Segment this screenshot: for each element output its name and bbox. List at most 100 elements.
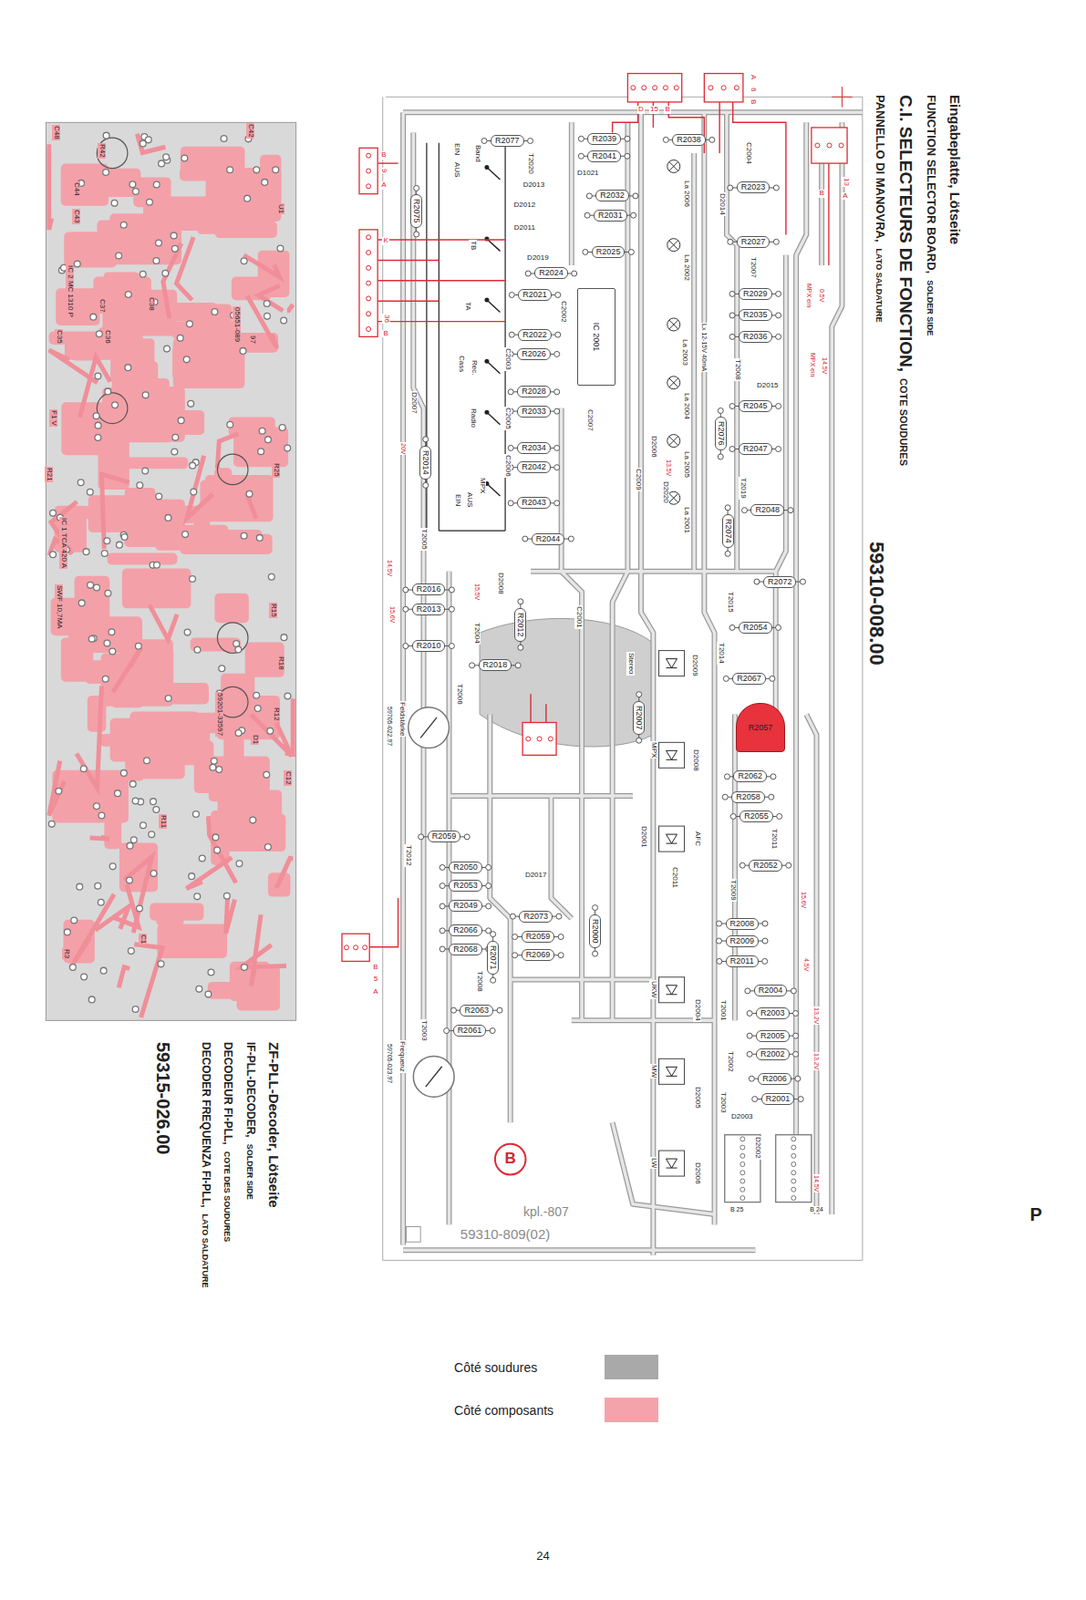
part-label: R2058 bbox=[735, 792, 761, 802]
legend-swatch bbox=[604, 1354, 659, 1380]
part-label: R2049 bbox=[453, 900, 478, 911]
label-row: T2002 bbox=[725, 1050, 735, 1074]
solder-pad bbox=[284, 444, 291, 452]
solder-pad bbox=[628, 248, 634, 255]
switch-pivot bbox=[484, 165, 489, 170]
label-row: La 2002 bbox=[682, 253, 691, 282]
label-row: D2012 bbox=[513, 201, 538, 210]
label-row: D1021 bbox=[576, 169, 600, 178]
part-label: R2025 bbox=[596, 247, 621, 257]
solder-pad bbox=[164, 345, 171, 352]
label-row: C1 bbox=[138, 933, 147, 945]
solder-pad bbox=[624, 153, 631, 159]
trace bbox=[612, 1122, 715, 1215]
part-label: C42 bbox=[246, 123, 255, 139]
solder-pad bbox=[90, 313, 97, 321]
label-row: T2003 bbox=[718, 1091, 727, 1115]
resistor-body: R2016 bbox=[412, 583, 446, 596]
signal-label: B bbox=[663, 105, 671, 114]
part-label: R2050 bbox=[453, 862, 478, 872]
copper-area bbox=[214, 529, 263, 544]
heading-text: DECODEUR FI-PLL, bbox=[221, 1041, 234, 1147]
trace-edge bbox=[732, 714, 738, 1022]
solder-pad bbox=[584, 212, 590, 218]
copper-area bbox=[214, 814, 286, 852]
solder-pad bbox=[177, 417, 185, 425]
part-label: R2018 bbox=[483, 660, 508, 670]
resistor-body: R2047 bbox=[738, 443, 773, 456]
label-row: D2004 bbox=[692, 998, 702, 1023]
part-label: C43 bbox=[72, 208, 82, 225]
solder-pad bbox=[183, 356, 190, 363]
solder-pad bbox=[746, 1011, 753, 1017]
label-row: TB bbox=[468, 239, 477, 251]
solder-pad bbox=[486, 864, 492, 870]
part-label: D2007 bbox=[409, 391, 418, 415]
part-label: R2068 bbox=[453, 944, 478, 954]
part-label: R2005 bbox=[760, 1031, 786, 1041]
part-label: R2010 bbox=[416, 641, 442, 651]
solder-pad bbox=[87, 581, 94, 589]
solder-pad bbox=[716, 920, 723, 927]
resistor-body: R2023 bbox=[736, 181, 771, 194]
solder-pad bbox=[108, 629, 115, 636]
label-row: C43 bbox=[72, 208, 82, 225]
solder-pad bbox=[775, 290, 782, 297]
label-row: IC 1 TCA 420 A bbox=[59, 517, 68, 569]
label-row: B bbox=[817, 189, 825, 198]
connector-pin bbox=[791, 1137, 797, 1142]
trace bbox=[186, 455, 214, 519]
connector-pin bbox=[791, 1145, 797, 1150]
trace-edge bbox=[831, 122, 842, 1215]
solder-pad bbox=[762, 958, 768, 964]
trace-edge bbox=[561, 408, 582, 1022]
connector-pin bbox=[366, 184, 372, 189]
solder-pad bbox=[103, 169, 110, 176]
label-row: D2006 bbox=[692, 1161, 702, 1186]
led-symbol bbox=[666, 1066, 678, 1076]
label-row: 20V bbox=[399, 442, 407, 456]
label-row: MPX bbox=[649, 741, 658, 759]
trace-edge bbox=[413, 133, 424, 1022]
heading-text: COTE DES SOUDURES bbox=[221, 1149, 231, 1243]
resistor-body: R2009 bbox=[725, 935, 760, 948]
copper-area bbox=[99, 734, 123, 747]
part-label: C2006 bbox=[503, 454, 512, 478]
part-label: TB bbox=[468, 239, 477, 251]
part-label: EIN bbox=[452, 142, 461, 156]
solder-pad bbox=[189, 462, 197, 469]
trace-edge bbox=[775, 255, 787, 715]
label-row: T2001 bbox=[718, 999, 727, 1023]
signal-label: 5 bbox=[372, 975, 379, 984]
label-row: T2005 bbox=[419, 527, 428, 551]
label-row: 15 bbox=[649, 105, 660, 114]
part-label: R2066 bbox=[453, 925, 478, 935]
resistor-body: R2026 bbox=[517, 348, 551, 361]
label-row: MPX ein bbox=[808, 351, 817, 378]
solder-pad bbox=[578, 135, 584, 142]
solder-pad bbox=[187, 400, 195, 407]
part-label: La 2001 bbox=[682, 506, 691, 535]
trace-edge bbox=[403, 109, 863, 115]
wire bbox=[827, 163, 829, 266]
signal-label: 15,6V bbox=[388, 605, 396, 624]
signal-label: B bbox=[817, 189, 825, 198]
solder-pad bbox=[86, 488, 94, 496]
part-label: C2009 bbox=[633, 467, 642, 492]
trace bbox=[561, 408, 582, 1022]
part-label: R2062 bbox=[737, 771, 763, 781]
connector-pin bbox=[791, 1170, 797, 1176]
part-label: R2074 bbox=[724, 518, 734, 544]
wire bbox=[718, 102, 720, 154]
part-label: C38 bbox=[146, 296, 156, 312]
part-label: C2001 bbox=[574, 605, 583, 630]
label-row: 5 bbox=[372, 975, 379, 984]
meter-needle bbox=[420, 717, 437, 738]
solder-pad bbox=[729, 333, 735, 340]
solder-pad bbox=[754, 579, 760, 585]
copper-area bbox=[215, 221, 278, 238]
solder-pad bbox=[744, 988, 751, 994]
label-row: 59201-33597 bbox=[215, 692, 224, 737]
solder-pad bbox=[130, 837, 137, 844]
solder-pad bbox=[104, 388, 112, 395]
